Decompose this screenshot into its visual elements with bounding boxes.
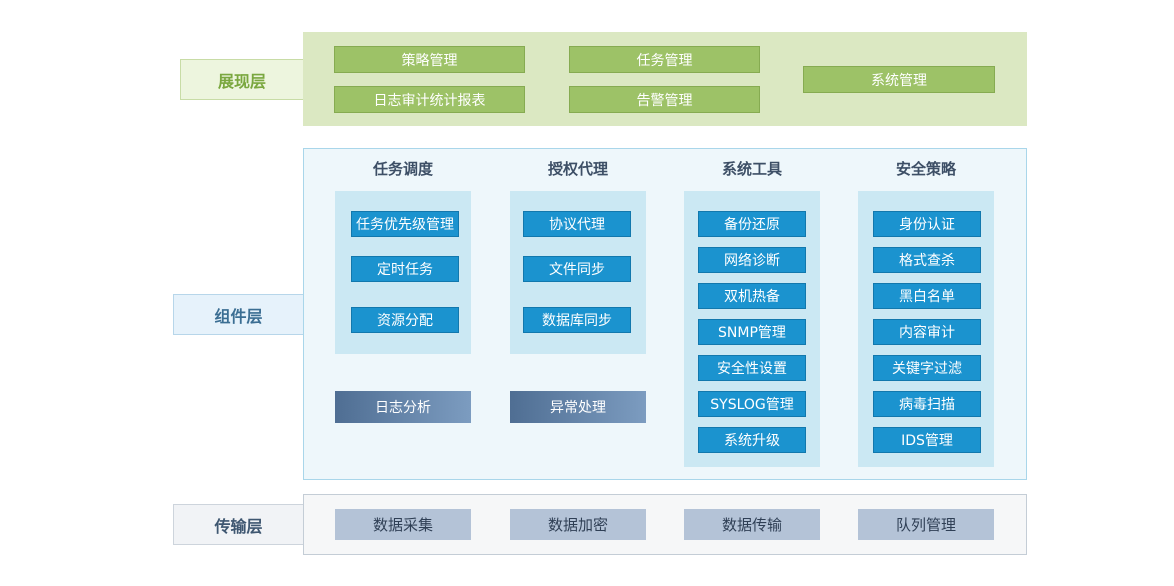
network-diagnosis-box[interactable]: 网络诊断 — [698, 247, 806, 273]
task-priority-management-box[interactable]: 任务优先级管理 — [351, 211, 459, 237]
scheduled-task-box[interactable]: 定时任务 — [351, 256, 459, 282]
syslog-management-box[interactable]: SYSLOG管理 — [698, 391, 806, 417]
data-transmission-box[interactable]: 数据传输 — [684, 509, 820, 540]
virus-scan-box[interactable]: 病毒扫描 — [873, 391, 981, 417]
log-audit-report-box[interactable]: 日志审计统计报表 — [334, 86, 525, 113]
system-upgrade-box[interactable]: 系统升级 — [698, 427, 806, 453]
database-sync-box[interactable]: 数据库同步 — [523, 307, 631, 333]
keyword-filter-box[interactable]: 关键字过滤 — [873, 355, 981, 381]
identity-auth-box[interactable]: 身份认证 — [873, 211, 981, 237]
security-policy-title: 安全策略 — [895, 159, 956, 178]
log-analysis-box[interactable]: 日志分析 — [335, 391, 471, 423]
data-encryption-box[interactable]: 数据加密 — [510, 509, 646, 540]
system-management-box[interactable]: 系统管理 — [803, 66, 995, 93]
black-white-list-box[interactable]: 黑白名单 — [873, 283, 981, 309]
system-tools-title: 系统工具 — [721, 159, 782, 178]
task-management-box[interactable]: 任务管理 — [569, 46, 760, 73]
ids-management-box[interactable]: IDS管理 — [873, 427, 981, 453]
content-audit-box[interactable]: 内容审计 — [873, 319, 981, 345]
exception-handling-box[interactable]: 异常处理 — [510, 391, 646, 423]
resource-allocation-box[interactable]: 资源分配 — [351, 307, 459, 333]
file-sync-box[interactable]: 文件同步 — [523, 256, 631, 282]
alarm-management-box[interactable]: 告警管理 — [569, 86, 760, 113]
queue-management-box[interactable]: 队列管理 — [858, 509, 994, 540]
protocol-proxy-box[interactable]: 协议代理 — [523, 211, 631, 237]
snmp-management-box[interactable]: SNMP管理 — [698, 319, 806, 345]
task-scheduling-title: 任务调度 — [372, 159, 433, 178]
transport-layer-label: 传输层 — [173, 504, 304, 545]
backup-restore-box[interactable]: 备份还原 — [698, 211, 806, 237]
format-check-box[interactable]: 格式查杀 — [873, 247, 981, 273]
component-layer-label: 组件层 — [173, 294, 304, 335]
data-collection-box[interactable]: 数据采集 — [335, 509, 471, 540]
presentation-layer-label: 展现层 — [180, 59, 304, 100]
auth-proxy-title: 授权代理 — [547, 159, 608, 178]
security-settings-box[interactable]: 安全性设置 — [698, 355, 806, 381]
policy-management-box[interactable]: 策略管理 — [334, 46, 525, 73]
dual-hot-standby-box[interactable]: 双机热备 — [698, 283, 806, 309]
